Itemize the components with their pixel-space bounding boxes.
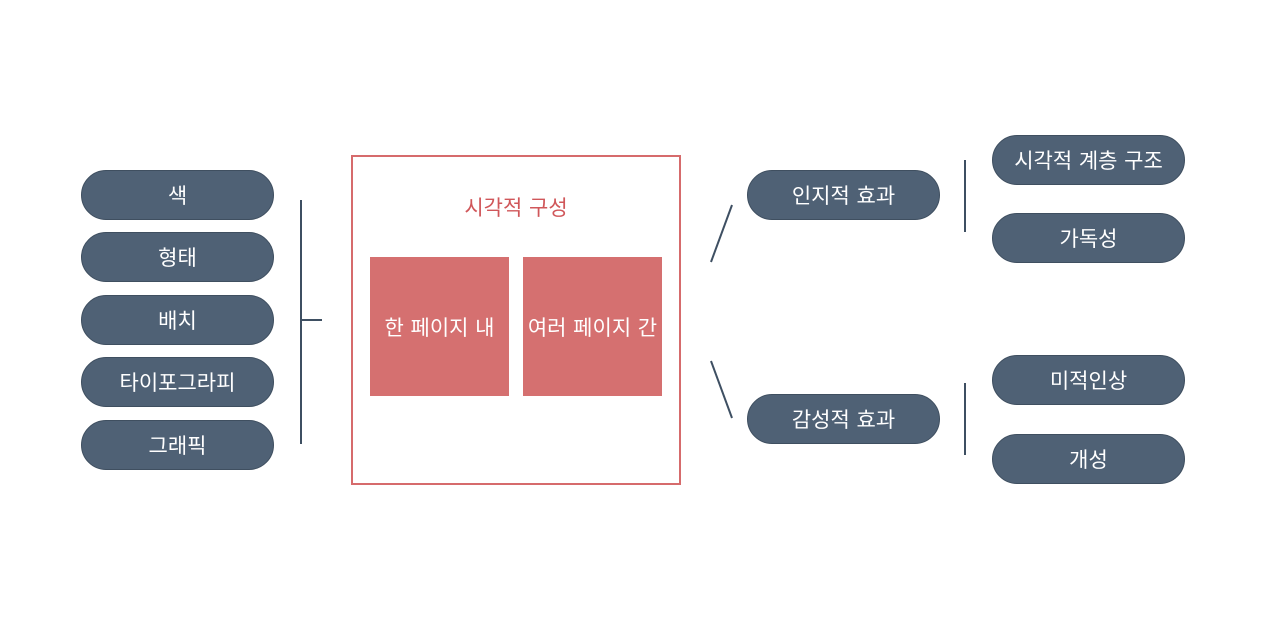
across-pages-label: 여러 페이지 간 (527, 315, 658, 340)
visual-composition-frame (351, 155, 681, 485)
across-pages-box: 여러 페이지 간 (523, 257, 662, 396)
outcome-label: 가독성 (1059, 227, 1118, 251)
left-bracket-line (300, 200, 302, 444)
factor-color: 색 (81, 170, 274, 220)
effect-label: 인지적 효과 (791, 184, 896, 208)
within-page-box: 한 페이지 내 (370, 257, 509, 396)
cognitive-effect: 인지적 효과 (747, 170, 940, 220)
outcome-label: 개성 (1069, 448, 1108, 472)
emotional-bracket-line (964, 383, 966, 455)
upper-diagonal-line (710, 204, 733, 263)
lower-diagonal-line (710, 360, 733, 419)
factor-label: 배치 (158, 309, 197, 333)
factor-label: 색 (167, 184, 188, 208)
factor-label: 그래픽 (148, 434, 207, 458)
readability: 가독성 (992, 213, 1185, 263)
emotional-effect: 감성적 효과 (747, 394, 940, 444)
effect-label: 감성적 효과 (791, 408, 896, 432)
aesthetic-impression: 미적인상 (992, 355, 1185, 405)
left-bracket-tick (300, 319, 322, 321)
factor-graphic: 그래픽 (81, 420, 274, 470)
visual-hierarchy: 시각적 계층 구조 (992, 135, 1185, 185)
factor-layout: 배치 (81, 295, 274, 345)
factor-label: 형태 (158, 246, 197, 270)
cognitive-bracket-line (964, 160, 966, 232)
outcome-label: 미적인상 (1049, 369, 1128, 393)
personality: 개성 (992, 434, 1185, 484)
outcome-label: 시각적 계층 구조 (1014, 149, 1163, 173)
within-page-label: 한 페이지 내 (384, 315, 495, 340)
factor-typography: 타이포그라피 (81, 357, 274, 407)
visual-composition-title: 시각적 구성 (464, 196, 568, 220)
factor-shape: 형태 (81, 232, 274, 282)
factor-label: 타이포그라피 (119, 371, 236, 395)
